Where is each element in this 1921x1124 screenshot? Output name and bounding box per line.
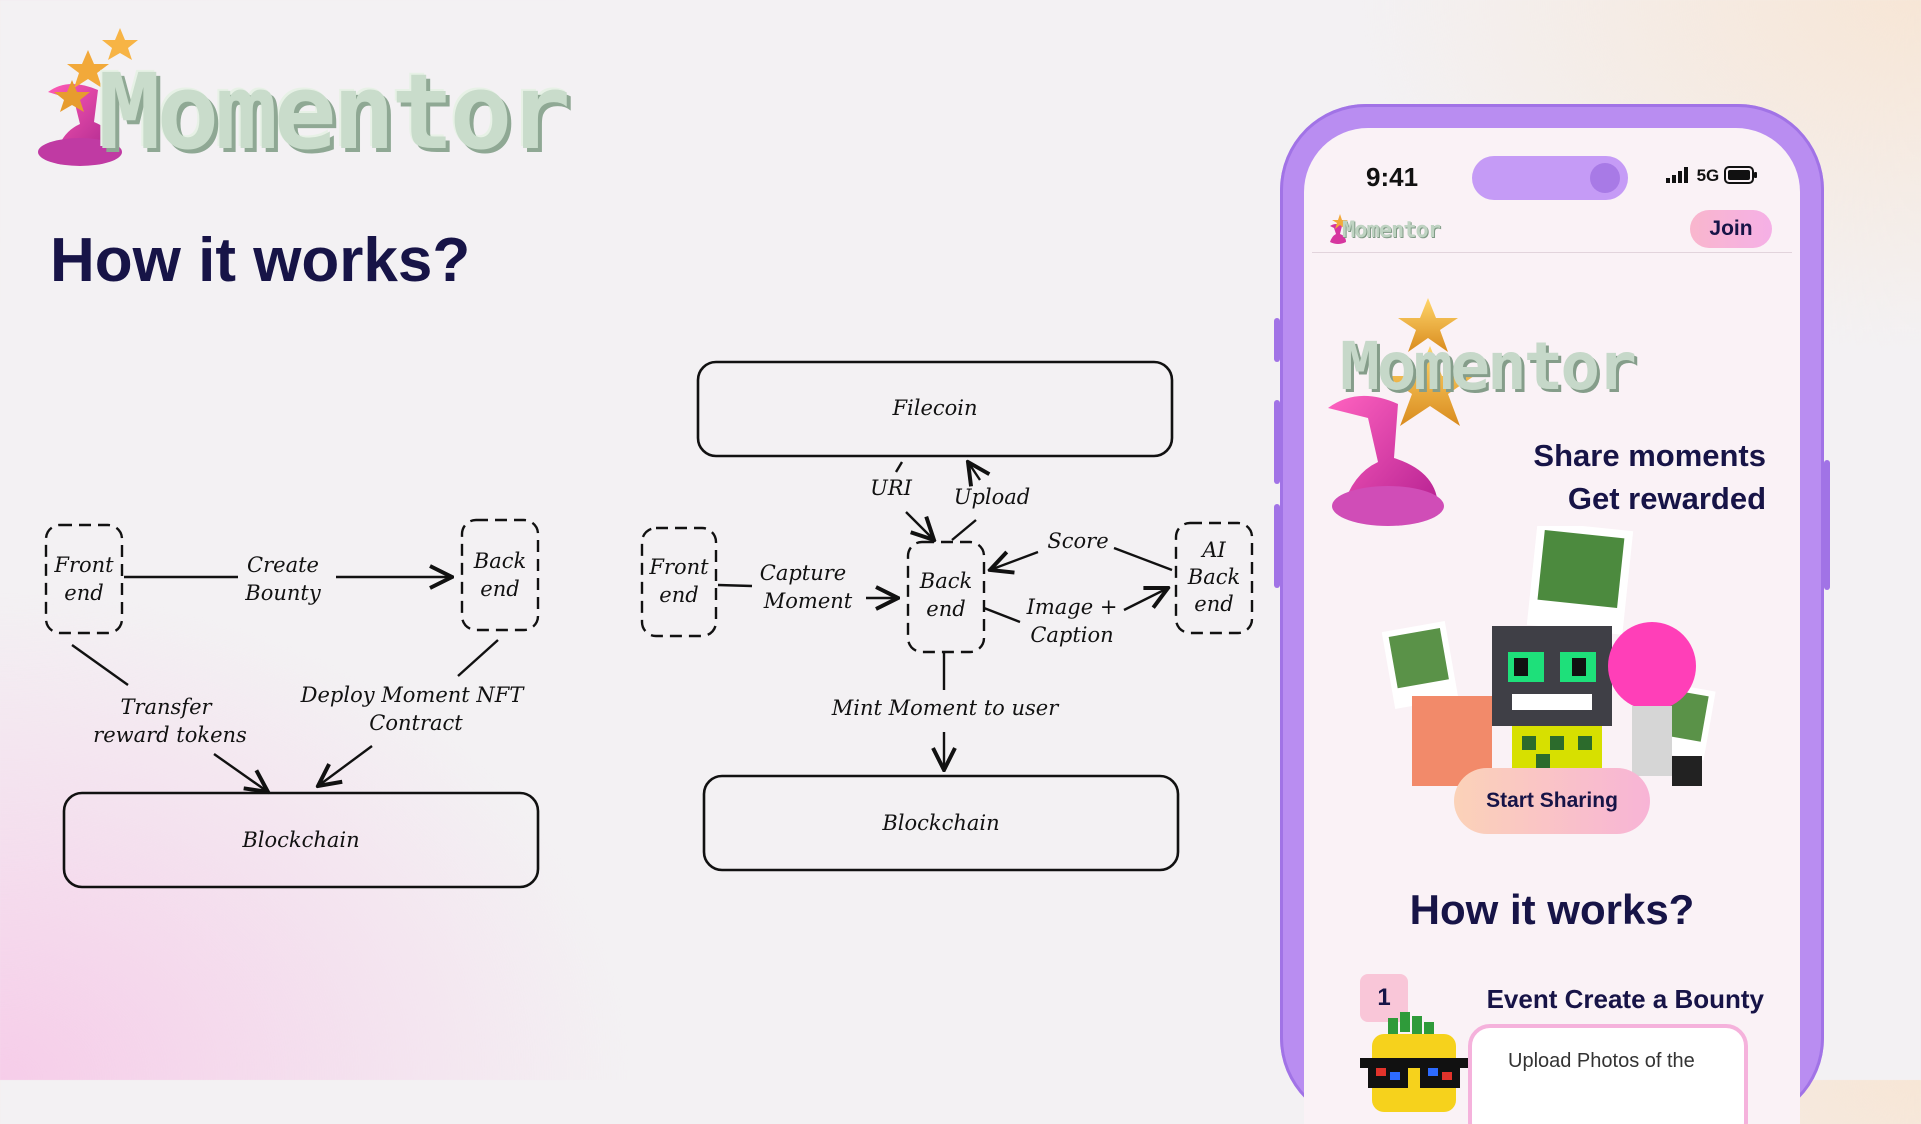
create-bounty-label-2: Bounty xyxy=(244,581,322,605)
capture-label-2: Moment xyxy=(763,589,853,613)
right-frontend-node xyxy=(642,528,716,636)
deploy-arrow xyxy=(318,746,372,786)
battery-icon xyxy=(1724,166,1758,184)
uri-arrow xyxy=(906,512,934,540)
deploy-label-1: Deploy Moment NFT xyxy=(300,683,526,707)
score-label: Score xyxy=(1047,529,1108,553)
start-sharing-button[interactable]: Start Sharing xyxy=(1454,768,1650,834)
right-backend-label-1: Back xyxy=(919,569,972,593)
score-line xyxy=(1114,548,1172,570)
status-network: 5G xyxy=(1666,166,1758,186)
step-title: Event Create a Bounty xyxy=(1487,984,1764,1015)
upload-line-bottom xyxy=(952,520,976,540)
network-label: 5G xyxy=(1697,166,1720,185)
left-backend-label-1: Back xyxy=(473,549,526,573)
transfer-label-2: reward tokens xyxy=(93,723,247,747)
transfer-label-1: Transfer xyxy=(120,695,213,719)
ai-backend-label-3: end xyxy=(1194,592,1233,616)
capture-label-1: Capture xyxy=(760,561,846,585)
deploy-label-2: Contract xyxy=(369,711,463,735)
left-frontend-node xyxy=(46,525,122,633)
ai-backend-label-2: Back xyxy=(1187,565,1240,589)
image-caption-label-1: Image + xyxy=(1026,595,1118,619)
image-caption-line xyxy=(984,608,1020,622)
image-caption-arrow xyxy=(1124,588,1168,610)
right-frontend-label-2: end xyxy=(659,583,698,607)
upload-label: Upload xyxy=(954,485,1030,509)
app-header: Momentor Join xyxy=(1312,206,1792,253)
right-frontend-label-1: Front xyxy=(648,555,709,579)
phone-mockup: 9:41 5G Momentor Join xyxy=(1280,104,1824,1124)
image-caption-label-2: Caption xyxy=(1030,623,1113,647)
status-bar: 9:41 5G xyxy=(1304,156,1800,196)
tagline-line-2: Get rewarded xyxy=(1533,477,1766,520)
step-description: Upload Photos of the xyxy=(1508,1050,1695,1073)
signal-icon xyxy=(1666,167,1692,183)
header-logo-text: Momentor xyxy=(1342,218,1440,243)
phone-how-title: How it works? xyxy=(1304,886,1800,934)
transfer-line-top xyxy=(72,645,128,685)
capture-line xyxy=(718,585,752,586)
score-arrow xyxy=(990,552,1038,570)
phone-power-button xyxy=(1824,460,1830,590)
hero-trophy-icon xyxy=(1318,288,1488,548)
upload-arrow xyxy=(968,462,980,480)
left-backend-node xyxy=(462,520,538,630)
left-frontend-label-2: end xyxy=(64,581,103,605)
uri-label: URI xyxy=(870,476,913,500)
architecture-diagram: Front end Back end Create Bounty Transfe… xyxy=(0,340,1260,900)
left-frontend-label-1: Front xyxy=(53,553,114,577)
step-card: Upload Photos of the xyxy=(1468,1024,1748,1124)
left-blockchain-label: Blockchain xyxy=(241,828,359,852)
page-title: How it works? xyxy=(50,225,470,296)
dynamic-island xyxy=(1472,156,1628,200)
ai-backend-label-1: AI xyxy=(1200,538,1226,562)
phone-side-button xyxy=(1274,318,1280,362)
create-bounty-label-1: Create xyxy=(247,553,319,577)
hero-logo-text: Momentor xyxy=(1340,328,1634,405)
status-time: 9:41 xyxy=(1366,162,1418,193)
phone-screen: 9:41 5G Momentor Join xyxy=(1304,128,1800,1124)
deploy-line-top xyxy=(458,640,498,676)
hero-illustration xyxy=(1382,526,1722,796)
transfer-arrow xyxy=(214,754,268,792)
phone-volume-down-button xyxy=(1274,504,1280,588)
mint-label: Mint Moment to user xyxy=(831,696,1060,720)
brand-logo: Momentor xyxy=(28,22,628,192)
right-backend-label-2: end xyxy=(926,597,965,621)
left-backend-label-2: end xyxy=(480,577,519,601)
phone-volume-up-button xyxy=(1274,400,1280,484)
tagline-line-1: Share moments xyxy=(1533,434,1766,477)
brand-logo-text: Momentor xyxy=(98,60,567,164)
right-blockchain-label: Blockchain xyxy=(881,811,999,835)
join-button[interactable]: Join xyxy=(1690,210,1772,248)
filecoin-label: Filecoin xyxy=(891,396,977,420)
pineapple-icon xyxy=(1354,1012,1474,1112)
tagline: Share moments Get rewarded xyxy=(1533,434,1766,520)
uri-line-top xyxy=(896,462,902,472)
